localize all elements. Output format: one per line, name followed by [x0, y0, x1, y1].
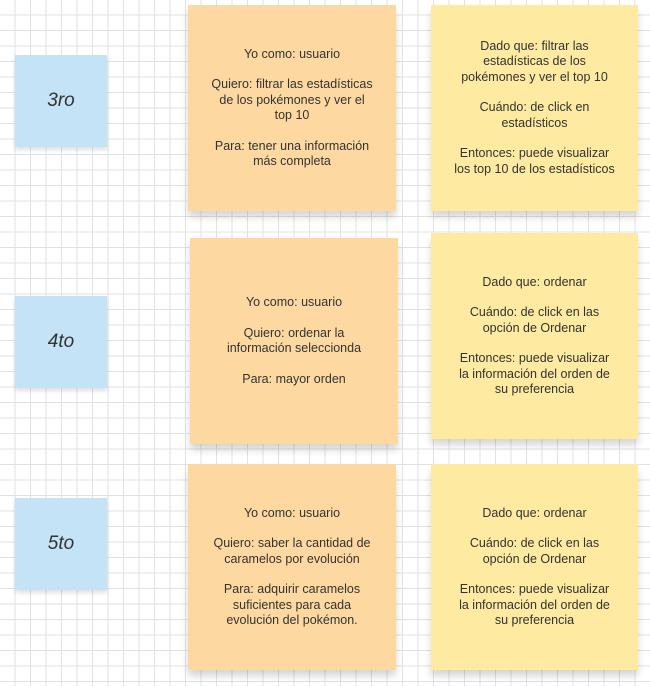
story-as-text: Yo como: usuario: [243, 505, 341, 520]
criteria-given-text: Dado que: ordenar: [482, 274, 587, 289]
user-story-note-3ro: Yo como: usuario Quiero: filtrar las est…: [188, 5, 396, 211]
row-label-4to: 4to: [15, 296, 107, 388]
criteria-when-text: Cuándo: de click en las opción de Ordena…: [469, 305, 600, 335]
story-purpose-text: Para: tener una información más completa: [214, 138, 370, 169]
story-want-text: Quiero: saber la cantidad de caramelos p…: [213, 536, 371, 566]
acceptance-criteria-note-4to: Dado que: ordenar Cuándo: de click en la…: [431, 233, 638, 439]
criteria-when-text: Cuándo: de click en estadísticos: [479, 100, 590, 130]
acceptance-criteria-note-3ro: Dado que: filtrar las estadísticas de lo…: [431, 5, 638, 211]
acceptance-criteria-note-5to: Dado que: ordenar Cuándo: de click en la…: [431, 464, 638, 670]
user-story-note-4to: Yo como: usuario Quiero: ordenar la info…: [190, 238, 398, 444]
story-purpose-text: Para: mayor orden: [242, 371, 346, 386]
story-want-text: Quiero: filtrar las estadísticas de los …: [211, 77, 373, 122]
criteria-given-text: Dado que: filtrar las estadísticas de lo…: [461, 38, 608, 84]
row-label-3ro: 3ro: [15, 55, 107, 147]
criteria-when-text: Cuándo: de click en las opción de Ordena…: [469, 536, 600, 566]
story-want-text: Quiero: ordenar la información seleccion…: [226, 325, 362, 356]
user-story-note-5to: Yo como: usuario Quiero: saber la cantid…: [188, 464, 396, 670]
row-label-5to: 5to: [15, 498, 107, 590]
criteria-then-text: Entonces: puede visualizar la informació…: [459, 582, 610, 627]
story-as-text: Yo como: usuario: [243, 46, 341, 61]
criteria-then-text: Entonces: puede visualizar la informació…: [459, 351, 610, 396]
criteria-then-text: Entonces: puede visualizar los top 10 de…: [454, 146, 615, 176]
criteria-given-text: Dado que: ordenar: [482, 505, 587, 520]
story-purpose-text: Para: adquirir caramelos suficientes par…: [223, 582, 361, 627]
story-as-text: Yo como: usuario: [245, 295, 343, 309]
